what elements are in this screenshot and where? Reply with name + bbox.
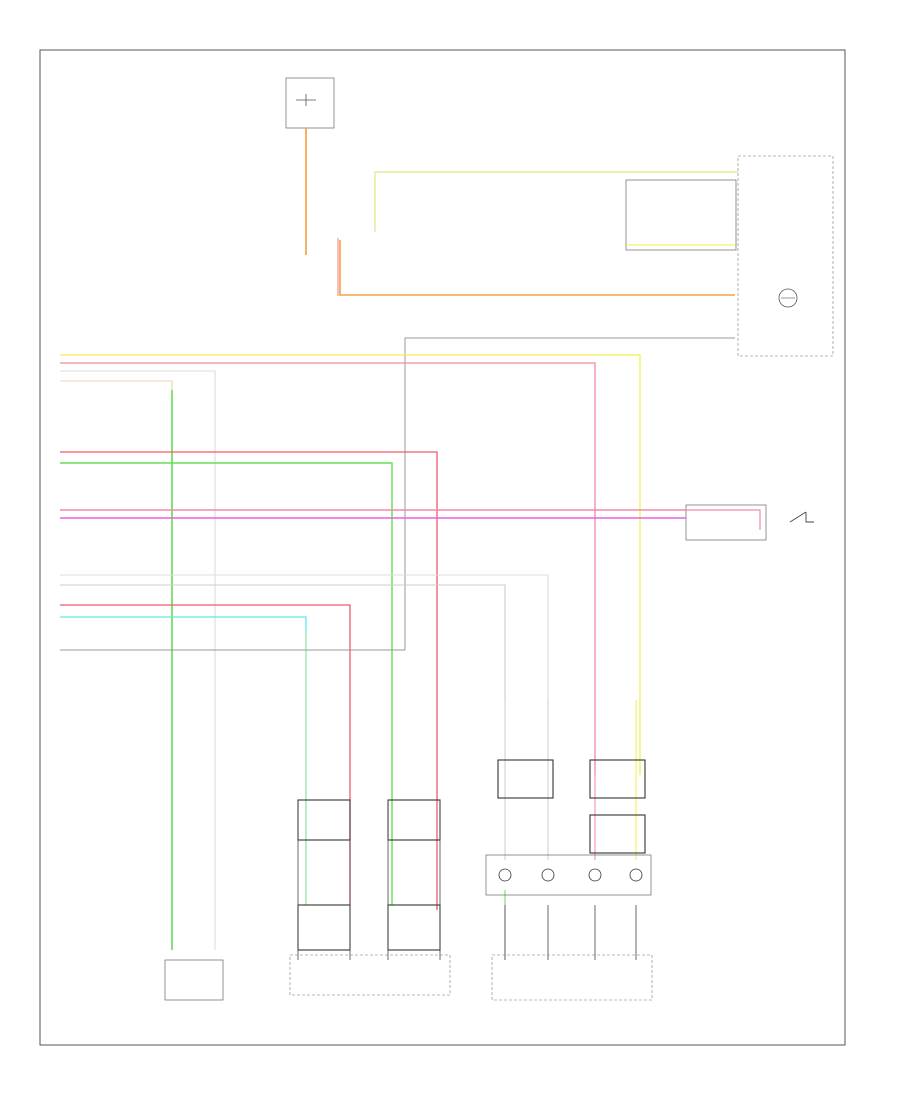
passenger-connector-group [289, 799, 451, 996]
fuse-block-component [285, 77, 335, 129]
wire-group-lower-right [504, 700, 637, 960]
driver-connector-group [485, 759, 653, 1001]
diagram-frame [39, 49, 846, 1046]
wire-group-left [60, 354, 761, 950]
wire-group-top [305, 128, 738, 650]
instrument-cluster-component [625, 155, 834, 357]
seat-switch-component [685, 504, 814, 541]
side-sensor-component [164, 959, 224, 1001]
